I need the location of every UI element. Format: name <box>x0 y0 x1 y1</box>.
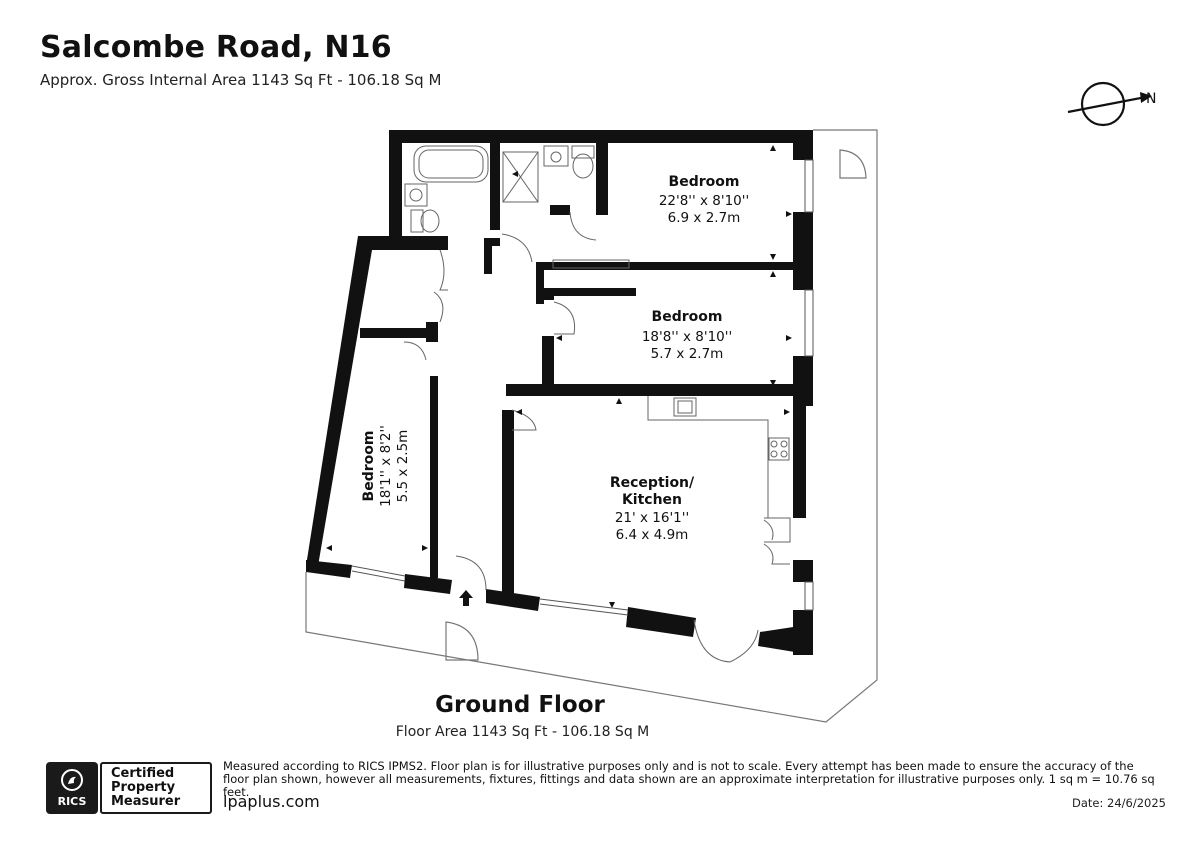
room-name-line2: Kitchen <box>622 492 682 508</box>
room-dimensions-imperial: 18'1'' x 8'2'' <box>378 425 394 507</box>
room-dimensions-imperial: 22'8'' x 8'10'' <box>659 193 749 209</box>
room-dimensions-imperial: 21' x 16'1'' <box>615 510 689 526</box>
room-name-line1: Reception/ <box>610 475 695 491</box>
room-bedroom-2: Bedroom 18'8'' x 8'10'' 5.7 x 2.7m <box>642 309 732 362</box>
exterior-outline <box>305 129 878 723</box>
room-dimensions-imperial: 18'8'' x 8'10'' <box>642 329 732 345</box>
room-dimensions-metric: 5.5 x 2.5m <box>395 430 411 503</box>
room-name: Bedroom <box>361 431 377 502</box>
fixtures <box>403 145 791 663</box>
lion-icon <box>61 769 83 791</box>
page-title: Salcombe Road, N16 <box>40 30 392 65</box>
certified-line2: Property <box>111 780 176 795</box>
floor-name: Ground Floor <box>435 692 605 718</box>
plan-date: Date: 24/6/2025 <box>1072 796 1166 810</box>
rics-logo: RICS <box>46 762 98 814</box>
measurement-markers <box>326 145 792 608</box>
room-bedroom-1: Bedroom 22'8'' x 8'10'' 6.9 x 2.7m <box>659 174 749 226</box>
room-dimensions-metric: 6.4 x 4.9m <box>616 527 689 543</box>
certified-property-measurer-badge: Certified Property Measurer <box>100 762 212 814</box>
website-link[interactable]: lpaplus.com <box>223 792 320 811</box>
gross-area-subtitle: Approx. Gross Internal Area 1143 Sq Ft -… <box>40 71 442 89</box>
compass-n-label: N <box>1146 91 1156 107</box>
room-dimensions-metric: 6.9 x 2.7m <box>668 210 741 226</box>
room-reception-kitchen: Reception/ Kitchen 21' x 16'1'' 6.4 x 4.… <box>610 475 695 543</box>
room-dimensions-metric: 5.7 x 2.7m <box>651 346 724 362</box>
certified-line3: Measurer <box>111 794 181 809</box>
room-name: Bedroom <box>652 309 723 325</box>
north-arrow-icon: N <box>1067 81 1156 127</box>
disclaimer-text: Measured according to RICS IPMS2. Floor … <box>223 759 1155 799</box>
floor-area: Floor Area 1143 Sq Ft - 106.18 Sq M <box>395 724 650 740</box>
entrance-arrow-icon <box>459 590 473 606</box>
rics-label: RICS <box>57 795 87 808</box>
certified-line1: Certified <box>111 766 175 781</box>
room-bedroom-3: Bedroom 18'1'' x 8'2'' 5.5 x 2.5m <box>361 425 411 507</box>
walls <box>306 130 813 655</box>
windows <box>351 159 814 616</box>
room-name: Bedroom <box>669 174 740 190</box>
